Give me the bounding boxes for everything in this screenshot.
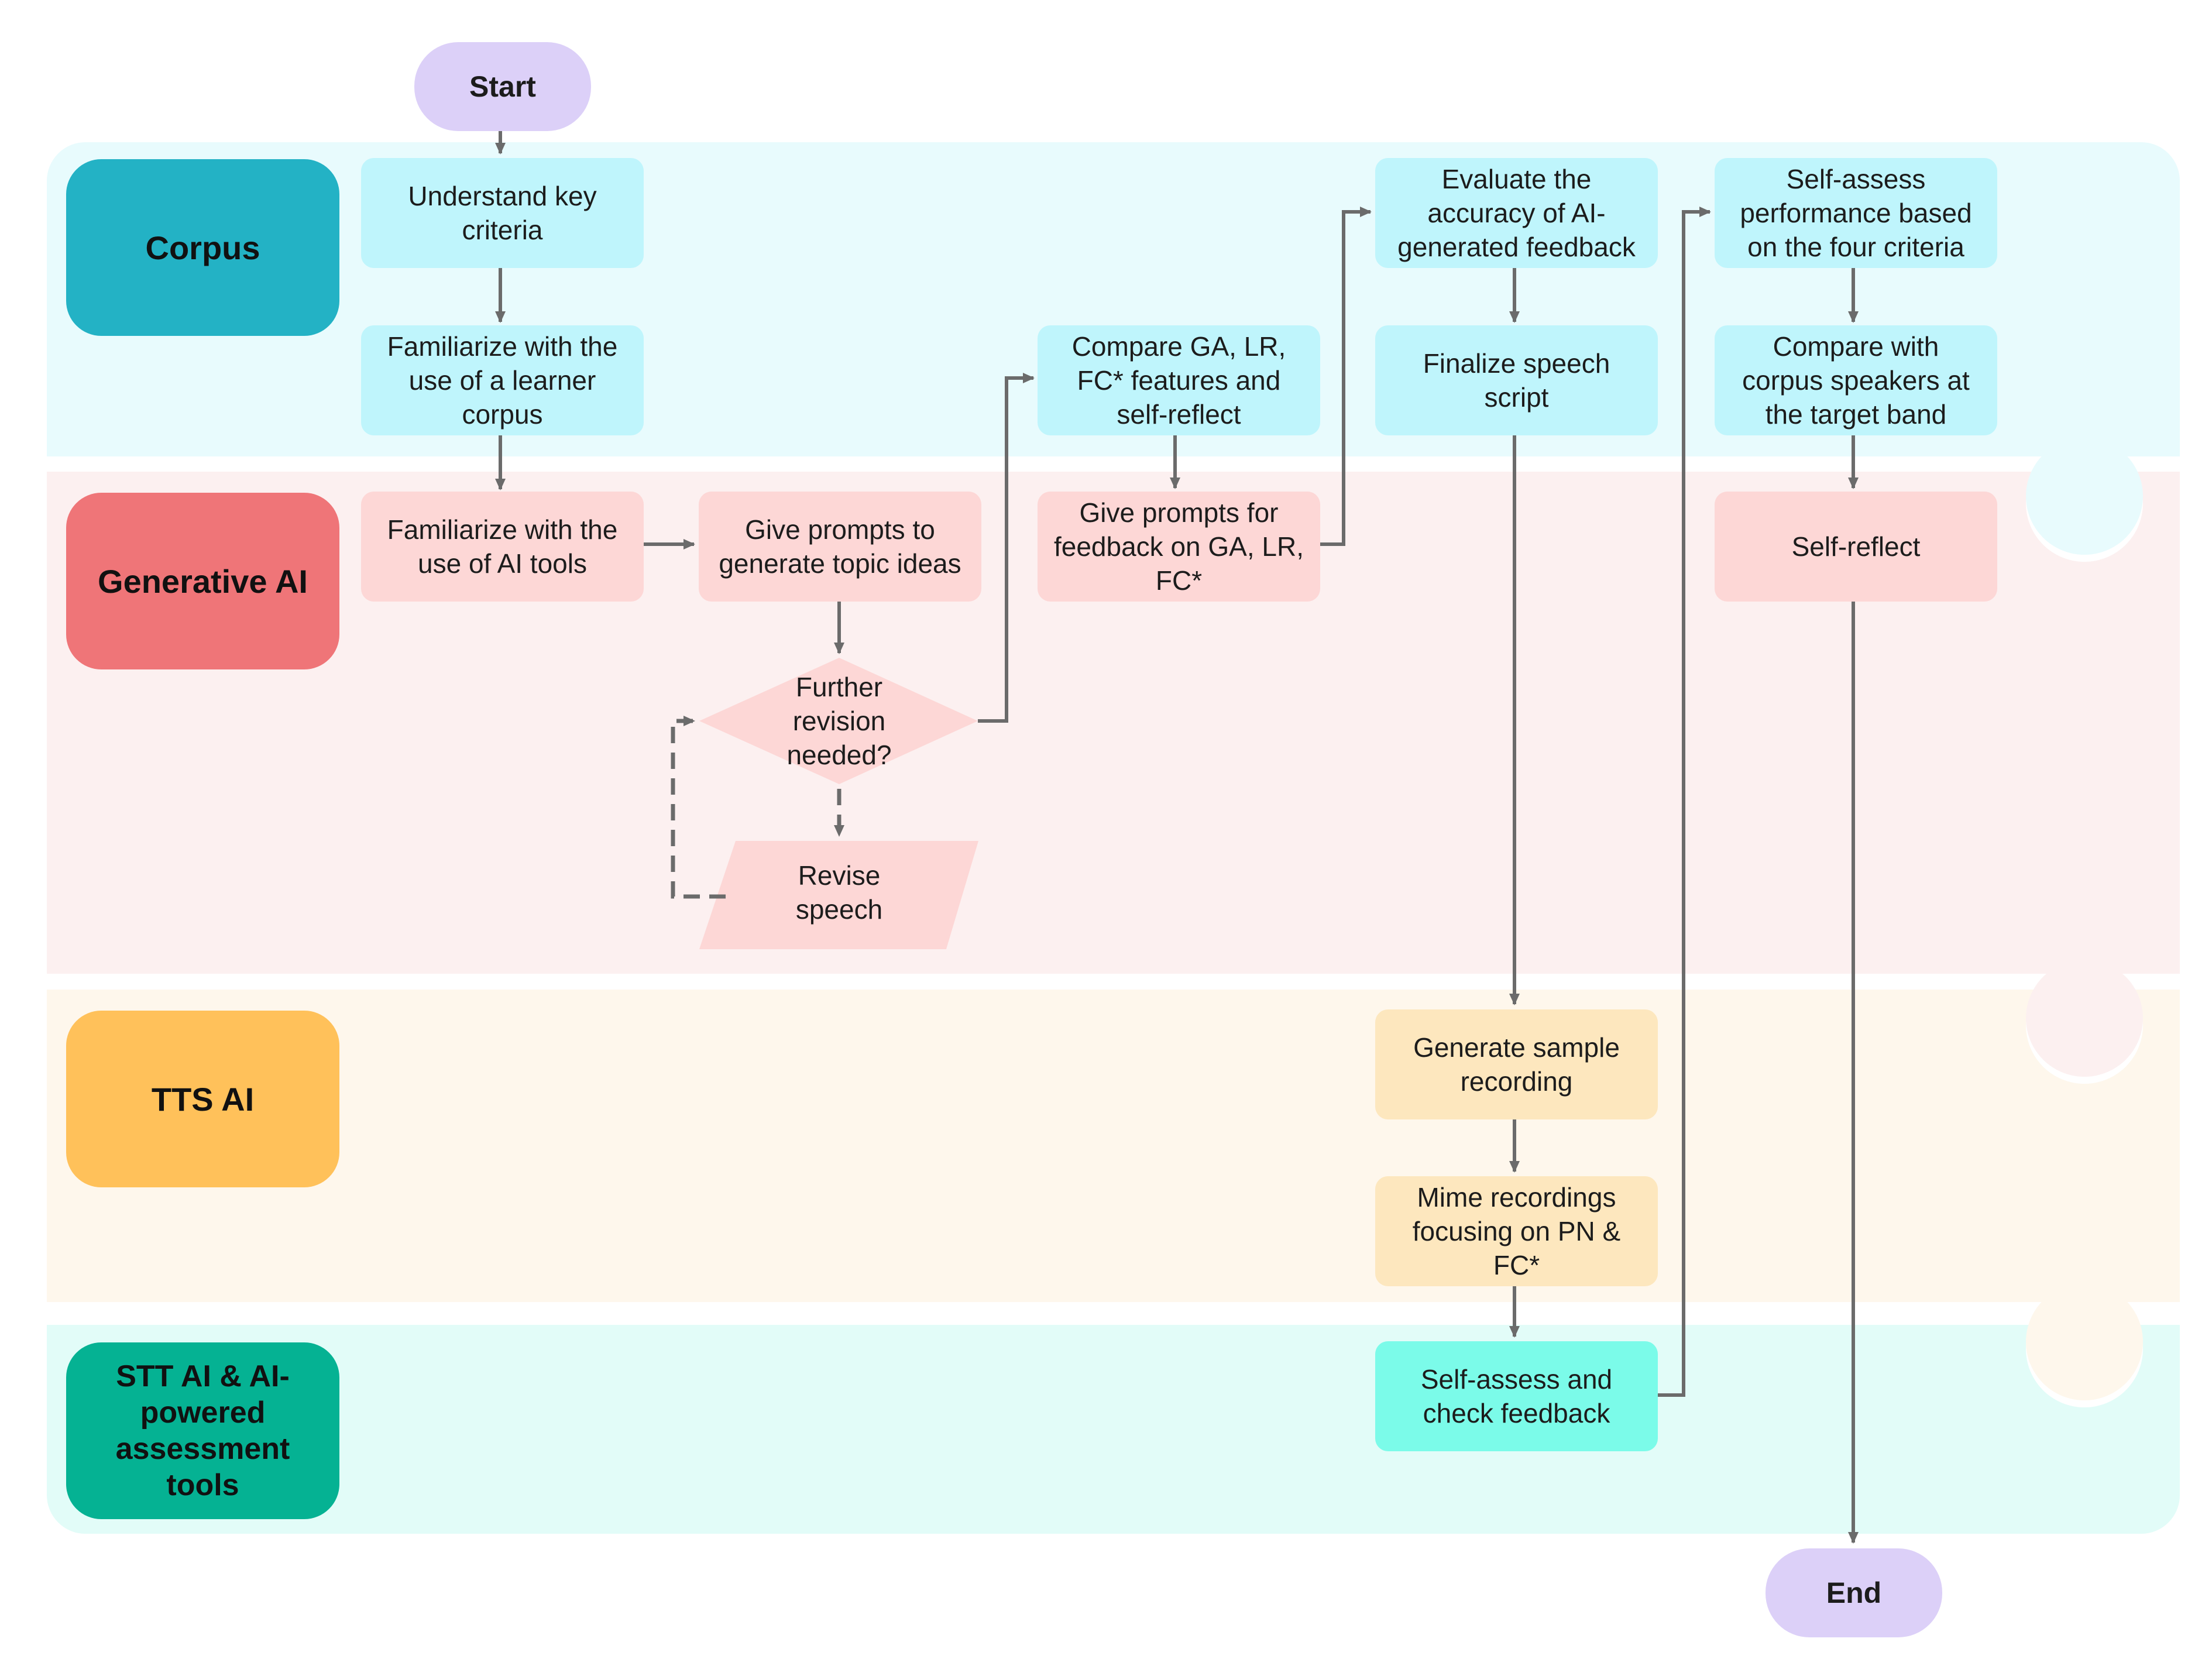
arrow-revise-to-decision xyxy=(671,716,726,899)
revise-parallelogram xyxy=(699,841,978,949)
node-evaluate-feedback: Evaluate the accuracy of AI- generated f… xyxy=(1375,158,1658,268)
lane-label-tts-ai: TTS AI xyxy=(66,1011,339,1187)
lane-notch xyxy=(2026,438,2143,555)
lane-label-corpus: Corpus xyxy=(66,159,339,336)
node-self-reflect: Self-reflect xyxy=(1715,492,1997,602)
node-mime-recordings: Mime recordings focusing on PN & FC* xyxy=(1375,1176,1658,1286)
arrow-decision-to-compare xyxy=(978,373,1035,723)
node-compare-speakers: Compare with corpus speakers at the targ… xyxy=(1715,325,1997,435)
lane-tts-ai xyxy=(47,990,2180,1302)
node-self-assess-performance: Self-assess performance based on the fou… xyxy=(1715,158,1997,268)
lane-label-generative-ai: Generative AI xyxy=(66,493,339,669)
node-generate-recording: Generate sample recording xyxy=(1375,1009,1658,1119)
node-give-prompts-feedback: Give prompts for feedback on GA, LR, FC* xyxy=(1038,492,1320,602)
node-familiarize-corpus: Familiarize with the use of a learner co… xyxy=(361,325,644,435)
node-understand-criteria: Understand key criteria xyxy=(361,158,644,268)
arrow-self-assess-to-performance xyxy=(1657,207,1711,1397)
node-self-assess-check: Self-assess and check feedback xyxy=(1375,1341,1658,1451)
decision-diamond xyxy=(699,658,978,784)
start-node: Start xyxy=(414,42,591,131)
lane-notch xyxy=(2026,1283,2143,1400)
node-decision-label: Further revision needed? xyxy=(786,672,892,770)
node-revise-speech: Revise speech xyxy=(795,860,883,925)
lane-label-stt-ai: STT AI & AI- powered assessment tools xyxy=(66,1342,339,1519)
node-familiarize-ai-tools: Familiarize with the use of AI tools xyxy=(361,492,644,602)
lane-notch xyxy=(2026,960,2143,1077)
end-node: End xyxy=(1766,1548,1942,1637)
arrow-feedback-to-evaluate xyxy=(1317,207,1372,546)
node-finalize-script: Finalize speech script xyxy=(1375,325,1658,435)
lane-stt-ai xyxy=(47,1325,2180,1534)
node-compare-features: Compare GA, LR, FC* features and self-re… xyxy=(1038,325,1320,435)
node-give-prompts-topics: Give prompts to generate topic ideas xyxy=(699,492,981,602)
